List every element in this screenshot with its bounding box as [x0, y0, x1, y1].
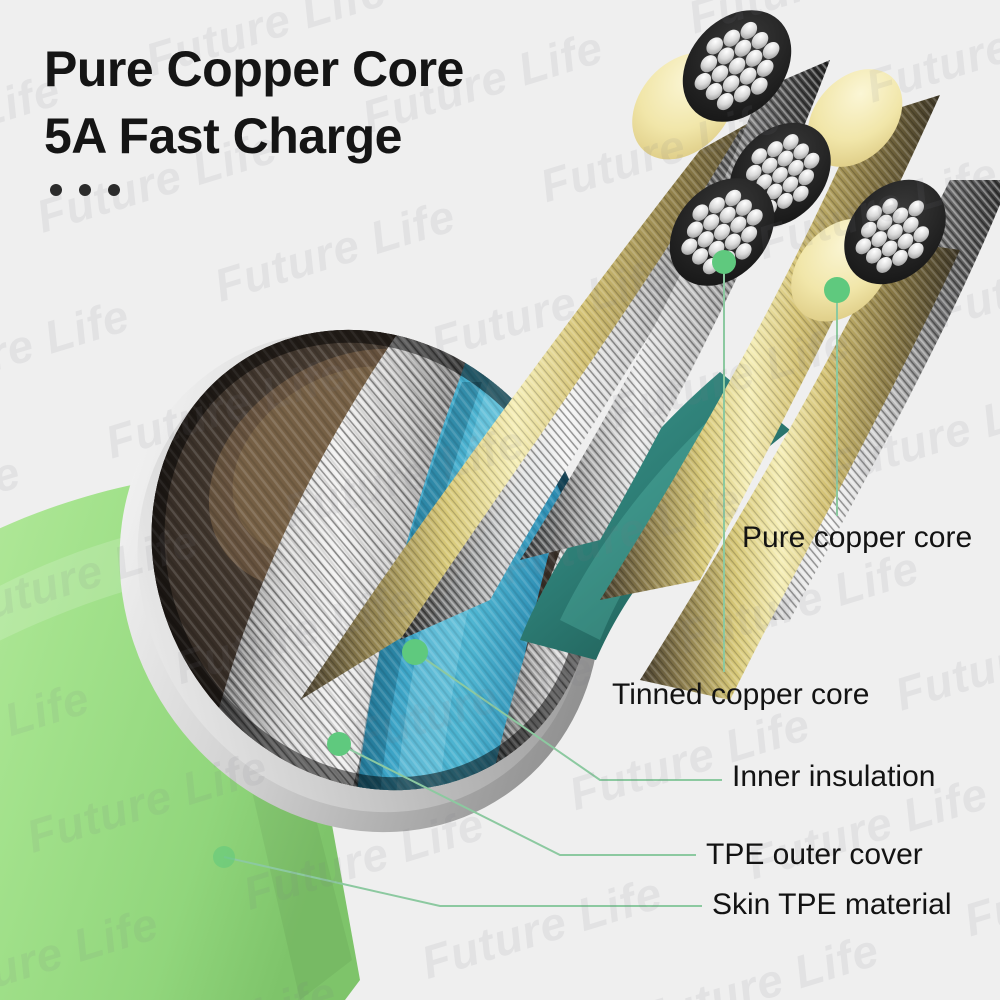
callout-label-tpe-outer-cover: TPE outer cover [706, 838, 923, 871]
callout-marker-dots [213, 250, 850, 868]
strand-face-top-left [682, 10, 792, 122]
leader-tpe-outer-cover [338, 743, 696, 856]
strand-face-tinned-marked [669, 178, 775, 286]
bullet-dot [79, 184, 91, 196]
headline-line-2: 5A Fast Charge [44, 108, 402, 164]
callout-leader-lines [223, 262, 838, 907]
bullet-dot [108, 184, 120, 196]
callout-label-inner-insulation: Inner insulation [732, 760, 936, 793]
callout-label-pure-copper-core: Pure copper core [742, 521, 973, 554]
callout-label-skin-tpe-material: Skin TPE material [712, 888, 952, 921]
leader-skin-tpe-material [223, 856, 702, 907]
headline-block: Pure Copper Core 5A Fast Charge [44, 36, 464, 196]
leader-inner-insulation [414, 651, 722, 781]
headline-bullet-dots [50, 184, 464, 196]
marker-dot-tinned-copper-core [712, 250, 736, 274]
callout-label-tinned-copper-core: Tinned copper core [612, 678, 870, 711]
marker-dot-tpe-outer-cover [327, 732, 351, 756]
strand-face-right [844, 179, 946, 285]
bullet-dot [50, 184, 62, 196]
headline-line-1: Pure Copper Core [44, 41, 464, 97]
marker-dot-pure-copper-core [824, 277, 850, 303]
wire-bundles [300, 10, 1000, 700]
marker-dot-skin-tpe-material [213, 846, 235, 868]
marker-dot-inner-insulation [402, 639, 428, 665]
